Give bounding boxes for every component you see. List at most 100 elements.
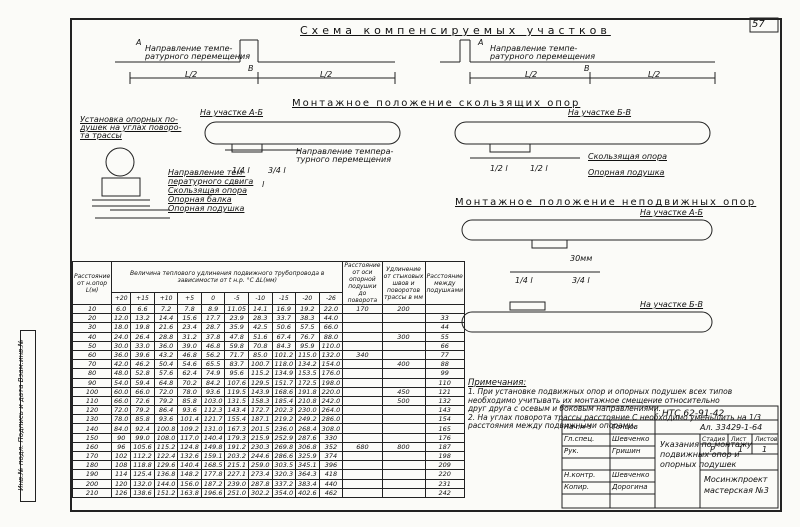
table-cell: 19.2 (295, 303, 320, 315)
table-cell: 23.9 (224, 313, 249, 324)
table-cell: 31.2 (177, 331, 202, 342)
table-cell: 126 (111, 487, 132, 498)
table-cell (342, 395, 383, 407)
table-cell: 108.0 (153, 432, 179, 443)
table-cell: 7.8 (177, 303, 202, 315)
table-header: Расстояние от оси опорной подушки до пов… (342, 261, 383, 305)
table-cell (342, 469, 383, 480)
table-cell: 120 (71, 405, 113, 416)
table-cell (342, 313, 383, 324)
table-cell: 66 (424, 340, 465, 351)
table-cell: 264.0 (318, 405, 344, 416)
table-cell: 28.8 (153, 331, 179, 342)
table-cell: 67.4 (271, 331, 297, 342)
table-cell (381, 414, 426, 425)
table-cell: 172.7 (247, 405, 273, 416)
table-cell: 170 (71, 450, 113, 462)
table-cell: 43.2 (153, 349, 179, 361)
table-cell (342, 331, 383, 342)
table-cell: 55 (424, 331, 465, 342)
table-cell: 287.8 (247, 478, 273, 489)
table-cell: 103.0 (200, 395, 226, 407)
table-cell: 209 (424, 460, 465, 471)
table-cell: 23.4 (177, 322, 202, 333)
point-b-label: B (248, 64, 254, 73)
sheets-value: 1 (762, 445, 768, 454)
table-cell: 151.2 (153, 487, 179, 498)
table-cell: 352 (318, 441, 344, 453)
table-cell: 84.2 (200, 377, 226, 388)
table-cell: 132.6 (177, 450, 202, 462)
table-cell: 38.3 (295, 313, 320, 324)
table-cell: 418 (318, 469, 344, 480)
table-cell: 24.0 (111, 331, 132, 342)
elongation-table: Расстояние от н.опор L(м) Величина тепло… (71, 261, 465, 498)
table-cell: 16.9 (271, 303, 297, 315)
table-header: Расстояние между подушками (424, 261, 465, 305)
table-cell: 7.2 (153, 303, 179, 315)
table-cell: 93.6 (177, 405, 202, 416)
table-cell (381, 405, 426, 416)
table-header: Величина теплового удлинения подвижного … (111, 261, 344, 293)
table-cell: 239.0 (224, 478, 249, 489)
table-header: Удлинение от стыковых швов и поворотов т… (381, 261, 426, 305)
table-cell: 117.0 (177, 432, 202, 443)
table-cell (381, 340, 426, 351)
thermal-direction-label: ратурного перемещения (145, 52, 251, 61)
table-cell: 210 (71, 487, 113, 498)
table-cell: 85.8 (130, 414, 155, 425)
table-cell: 14.1 (247, 303, 273, 315)
table-cell: 219.2 (271, 414, 297, 425)
table-cell: 187.2 (200, 478, 226, 489)
table-cell: 800 (381, 441, 426, 453)
table-cell: 140 (71, 423, 113, 434)
table-cell: 70 (71, 359, 113, 370)
table-cell: 22.0 (318, 303, 344, 315)
table-cell: 85.0 (247, 349, 273, 361)
table-cell: 19.8 (130, 322, 155, 333)
table-cell (342, 368, 383, 379)
table-cell: 114 (111, 469, 132, 480)
table-cell (381, 460, 426, 471)
table-cell: 88.0 (318, 331, 344, 342)
table-cell: 33.0 (130, 340, 155, 351)
table-cell: 134.9 (271, 368, 297, 379)
table-cell: 230.0 (295, 405, 320, 416)
table-cell: 131.0 (200, 423, 226, 434)
table-cell: 244.6 (247, 450, 273, 462)
table-cell: 80 (71, 368, 113, 379)
table-cell: 143.4 (224, 405, 249, 416)
temperature-header: +15 (130, 291, 155, 306)
table-cell: 308.0 (318, 423, 344, 434)
section-ab-label: На участке А-Б (640, 208, 704, 217)
table-cell: 450 (381, 386, 426, 397)
table-cell: 83.7 (224, 359, 249, 370)
drawing-frame (70, 18, 782, 512)
table-cell: 200 (71, 478, 113, 489)
table-cell: 28.3 (247, 313, 273, 324)
album-number: Ал. 33429-1-64 (700, 423, 763, 432)
table-cell: 252.9 (271, 432, 297, 443)
table-cell: 131.5 (224, 395, 249, 407)
table-cell: 8.9 (200, 303, 226, 315)
dimension-label: 3/4 l (268, 166, 286, 175)
table-cell: 59.8 (224, 340, 249, 351)
signature-role: Нач.м-з (564, 423, 592, 431)
temperature-header: -20 (295, 291, 320, 306)
table-cell (342, 386, 383, 397)
table-cell: 110 (424, 377, 465, 388)
table-cell: 273.4 (247, 469, 273, 480)
table-cell: 46.8 (200, 340, 226, 351)
table-cell: 215.1 (224, 460, 249, 471)
table-cell: 70.2 (177, 377, 202, 388)
table-cell: 6.0 (111, 303, 132, 315)
table-cell: 54.6 (177, 359, 202, 370)
table-cell: 300 (381, 331, 426, 342)
table-cell: 33 (424, 313, 465, 324)
